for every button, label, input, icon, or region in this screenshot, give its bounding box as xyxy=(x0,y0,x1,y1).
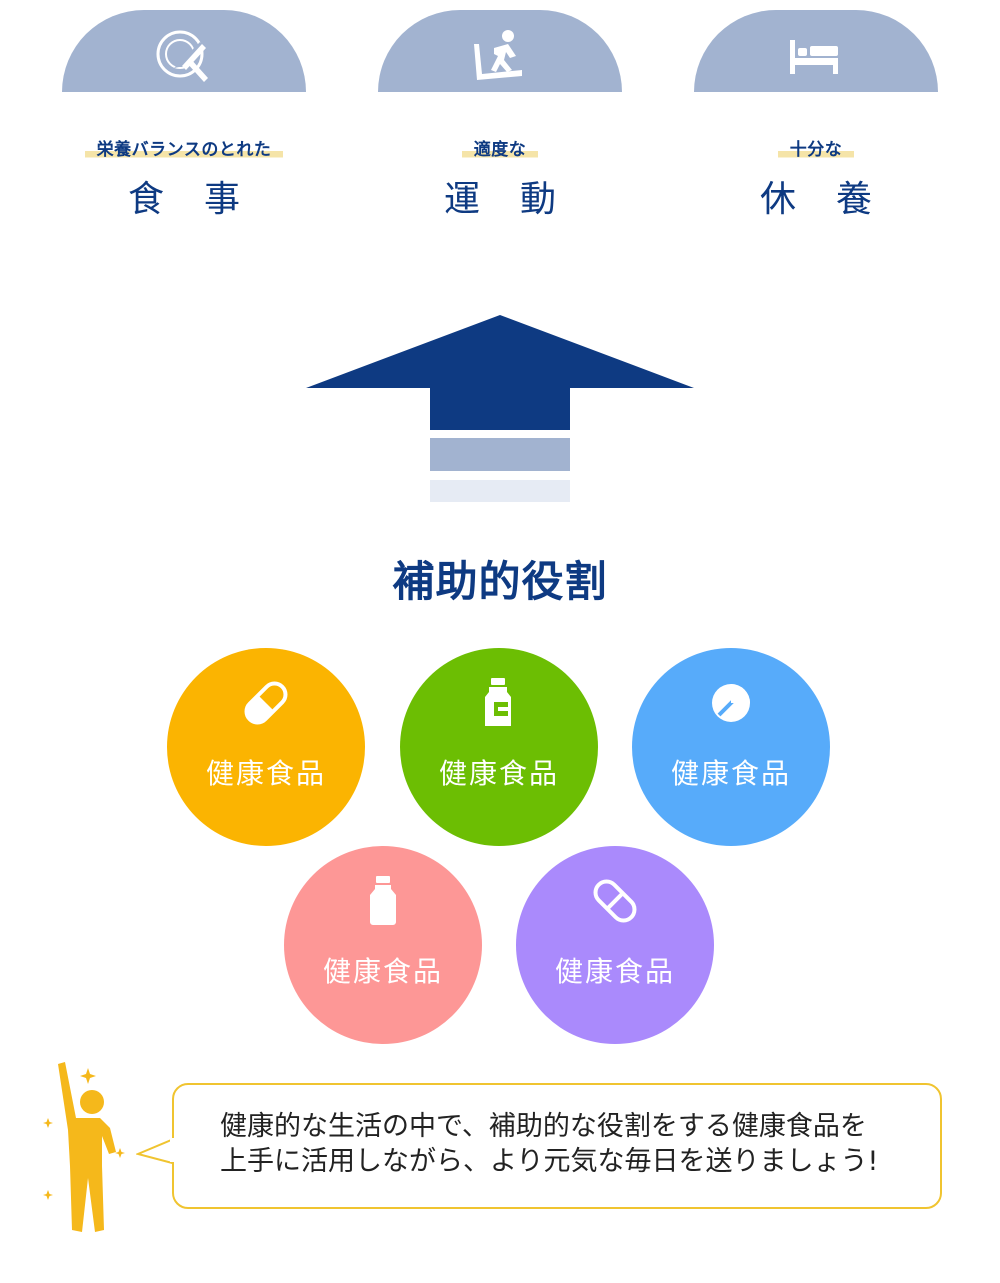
dining-plate-icon xyxy=(156,30,208,82)
pillar-diet: 栄養バランスのとれた 食事 xyxy=(62,0,306,240)
pillar-dome xyxy=(694,10,938,92)
pillar-dome xyxy=(62,10,306,92)
capsule-icon xyxy=(593,879,637,923)
bed-icon xyxy=(790,40,838,74)
sparkle-icon xyxy=(80,1068,96,1084)
circle-label: 健康食品 xyxy=(554,955,675,988)
pillar-subtitle: 適度な xyxy=(378,140,622,160)
tablet-icon xyxy=(712,684,750,722)
circle-label: 健康食品 xyxy=(438,757,559,790)
pillar-subtitle: 栄養バランスのとれた xyxy=(62,140,306,160)
circle-label: 健康食品 xyxy=(205,757,326,790)
pillar-exercise: 適度な 運動 xyxy=(378,0,622,240)
sparkle-icon xyxy=(43,1118,53,1128)
health-food-circle: 健康食品 xyxy=(632,648,830,846)
bottle-icon xyxy=(370,876,396,925)
message-line: 上手に活用しながら、より元気な毎日を送りましょう! xyxy=(220,1146,879,1177)
health-food-circle: 健康食品 xyxy=(516,846,714,1044)
health-food-circle: 健康食品 xyxy=(284,846,482,1044)
treadmill-runner-icon xyxy=(474,30,522,80)
health-food-circle: 健康食品 xyxy=(400,648,598,846)
cheering-person-icon xyxy=(43,1062,125,1232)
pillar-title: 休養 xyxy=(759,179,912,220)
message-line: 健康的な生活の中で、補助的な役割をする健康食品を xyxy=(220,1111,867,1142)
speech-bubble-text: 健康的な生活の中で、補助的な役割をする健康食品を 上手に活用しながら、より元気な… xyxy=(220,1109,920,1179)
speech-bubble-tail xyxy=(136,1137,177,1165)
pillar-dome xyxy=(378,10,622,92)
health-food-circle: 健康食品 xyxy=(167,648,365,846)
pillar-rest: 十分な 休養 xyxy=(694,0,938,240)
speech-bubble: 健康的な生活の中で、補助的な役割をする健康食品を 上手に活用しながら、より元気な… xyxy=(172,1083,942,1209)
up-arrow xyxy=(306,315,694,502)
sparkle-icon xyxy=(43,1190,53,1200)
pillar-title: 運動 xyxy=(443,179,596,220)
supplement-bottle-icon xyxy=(485,678,511,726)
pillar-subtitle: 十分な xyxy=(694,140,938,160)
sparkle-icon xyxy=(115,1148,125,1158)
pillar-title: 食事 xyxy=(127,179,280,220)
arrow-stripe xyxy=(430,480,570,502)
circle-label: 健康食品 xyxy=(670,757,791,790)
bubble-tail-cover xyxy=(170,1138,176,1162)
circle-label: 健康食品 xyxy=(322,955,443,988)
supplementary-role-heading: 補助的役割 xyxy=(392,557,608,606)
capsule-icon xyxy=(244,681,288,725)
arrow-head xyxy=(306,315,694,430)
arrow-stripe xyxy=(430,438,570,471)
